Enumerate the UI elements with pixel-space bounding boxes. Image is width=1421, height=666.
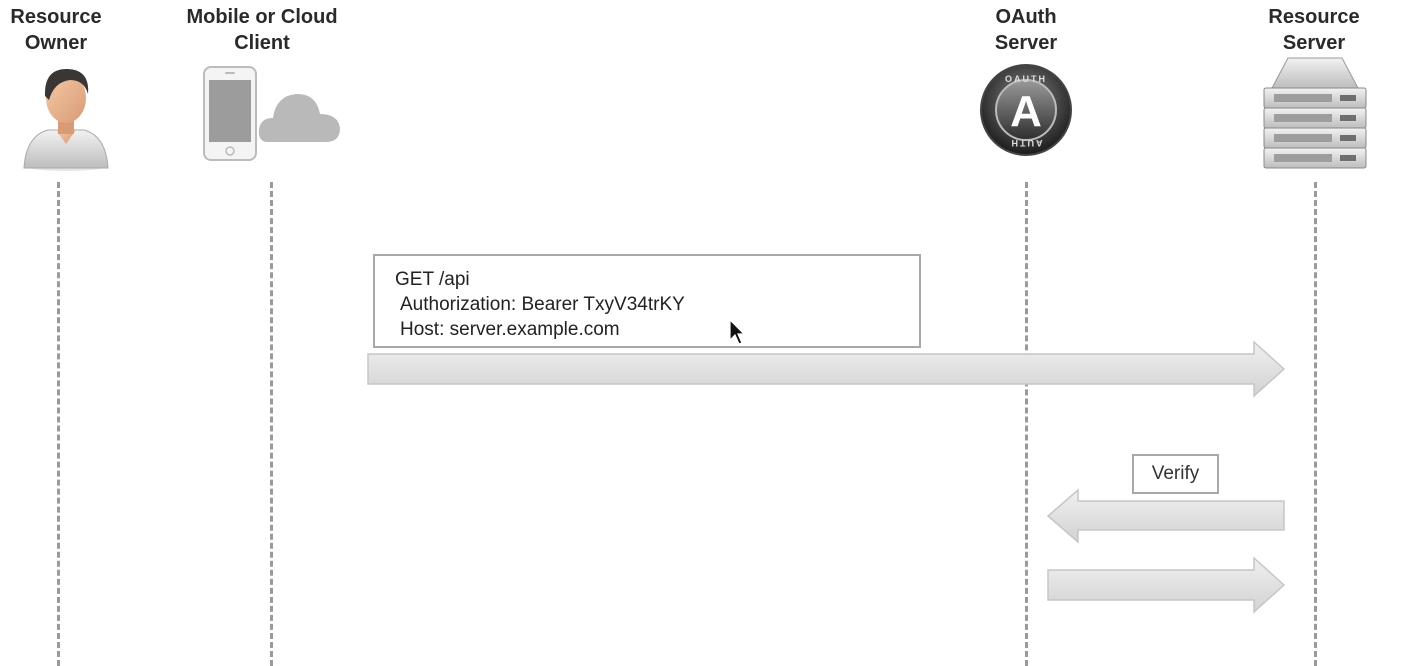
lifeline-oauth-server <box>1025 182 1028 666</box>
actor-label-client: Mobile or Cloud Client <box>186 6 338 54</box>
request-arrow <box>367 340 1286 398</box>
lifeline-resource-server <box>1314 182 1317 666</box>
mouse-cursor-icon <box>729 318 746 345</box>
user-avatar-icon <box>23 68 109 171</box>
request-message-box: GET /api Authorization: Bearer TxyV34trK… <box>373 254 921 348</box>
actor-label-oauth-server: OAuth Server <box>994 6 1058 54</box>
lifeline-client <box>270 182 273 666</box>
oauth-logo-icon: OAUTH AUTH A <box>980 64 1072 156</box>
verify-response-arrow <box>1047 556 1286 614</box>
verify-arrow <box>1046 488 1285 544</box>
oauth-logo-bottom-text: AUTH <box>1010 138 1043 148</box>
server-rack-icon <box>1263 57 1367 169</box>
actor-label-resource-owner: Resource Owner <box>10 6 102 54</box>
mobile-cloud-icon <box>203 66 340 161</box>
oauth-logo-top-text: OAUTH <box>1005 74 1047 84</box>
request-line-host: Host: server.example.com <box>400 319 620 340</box>
lifeline-resource-owner <box>57 182 60 666</box>
actor-label-resource-server: Resource Server <box>1268 6 1360 54</box>
request-line-method: GET /api <box>395 269 470 290</box>
oauth-logo-letter: A <box>1010 87 1042 136</box>
request-line-authorization: Authorization: Bearer TxyV34trKY <box>400 294 685 315</box>
verify-label-box: Verify <box>1132 454 1219 494</box>
